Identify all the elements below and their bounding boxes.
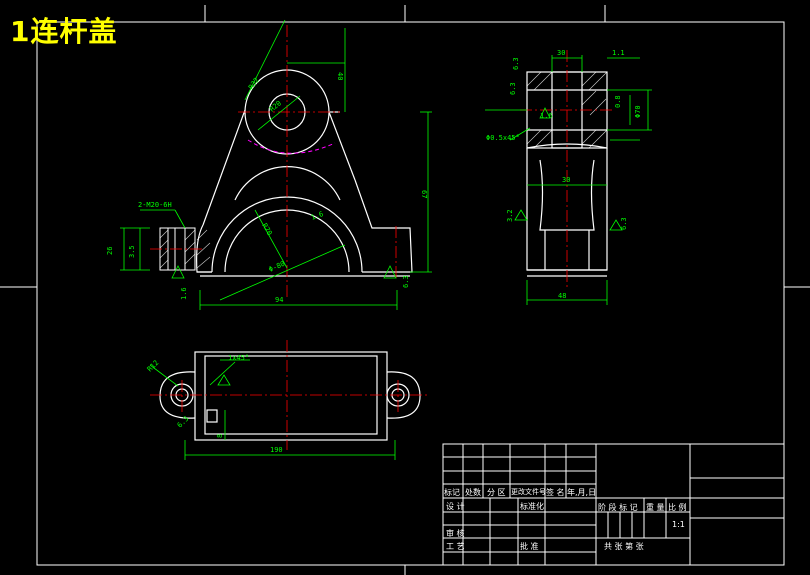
tb-scale-label: 比 例 [668, 503, 687, 512]
tb-change-doc: 更改文件号 [511, 488, 546, 496]
side-view-dimensions: 30 1.1 6.3 6.3 1.6 Φ0.5x45° 0.8 Φ70 30 3… [486, 49, 642, 300]
dim-side-right-dia: Φ70 [634, 105, 642, 118]
dim-arc-radius: R70 [260, 222, 273, 237]
dim-roughness-right: 6.3 [402, 275, 410, 288]
dim-height-top: 40 [336, 72, 344, 80]
tb-mark: 标记 [444, 488, 460, 497]
title-block-lines [442, 443, 785, 566]
dim-top-radius: R32 [247, 76, 261, 91]
top-view-dimensions: R12 1x45° 8 190 6.3 [146, 354, 283, 454]
tb-scale: 1:1 [672, 520, 685, 529]
dim-left-height: 26 [106, 247, 114, 255]
dim-side-upper-left: 6.3 [512, 57, 520, 70]
dim-side-lower-left: 3.2 [506, 209, 514, 222]
dim-angle-1: 1.6 [310, 210, 325, 222]
dim-height-total: 67 [420, 190, 428, 198]
dim-side-right-small: 0.8 [614, 95, 622, 108]
dim-thread: 2-M20-6H [138, 201, 172, 209]
side-view: 30 1.1 6.3 6.3 1.6 Φ0.5x45° 0.8 Φ70 30 3… [485, 49, 652, 305]
dim-side-bottom-width: 48 [558, 292, 566, 300]
front-view: R32 R20 40 67 26 3.5 2-M20-6H R70 1.6 Φ-… [106, 19, 432, 310]
tb-approve: 批 准 [520, 542, 539, 551]
tb-weight: 重 量 [646, 503, 665, 512]
dim-top-small: 8 [216, 434, 224, 438]
tb-sign: 签 名 [546, 488, 565, 497]
dim-side-center: 1.6 [540, 112, 553, 120]
dim-width-bottom: 94 [275, 296, 283, 304]
tb-process: 工 艺 [446, 542, 465, 551]
tb-standardize: 标准化 [520, 502, 544, 511]
tb-zone: 分 区 [487, 488, 506, 497]
tb-review: 审 核 [446, 529, 465, 538]
dim-side-upper-left-2: 6.3 [509, 82, 517, 95]
drawing-title: 1连杆盖 [10, 15, 118, 48]
front-view-dimensions: R32 R20 40 67 26 3.5 2-M20-6H R70 1.6 Φ-… [106, 72, 428, 304]
dim-left-small: 3.5 [128, 245, 136, 258]
dim-side-chamfer: Φ0.5x45° [486, 134, 520, 142]
tb-sheets: 共 张 第 张 [604, 542, 644, 551]
tb-count: 处数 [465, 488, 481, 497]
dim-top-chamfer: 1x45° [228, 354, 249, 362]
dim-side-top-right: 1.1 [612, 49, 625, 57]
drawing-frame [0, 5, 810, 575]
dim-top-total-length: 190 [270, 446, 283, 454]
dim-side-lower-right: 6.3 [620, 217, 628, 230]
dim-roughness-left: 1.6 [180, 287, 188, 300]
dim-side-top-width: 30 [557, 49, 565, 57]
tb-design: 设 计 [446, 502, 465, 511]
tb-stage-mark: 阶 段 标 记 [598, 503, 638, 512]
dim-side-mid-width: 30 [562, 176, 570, 184]
top-view: R12 1x45° 8 190 6.3 [146, 340, 430, 460]
tb-date: 年,月,日 [567, 488, 597, 497]
